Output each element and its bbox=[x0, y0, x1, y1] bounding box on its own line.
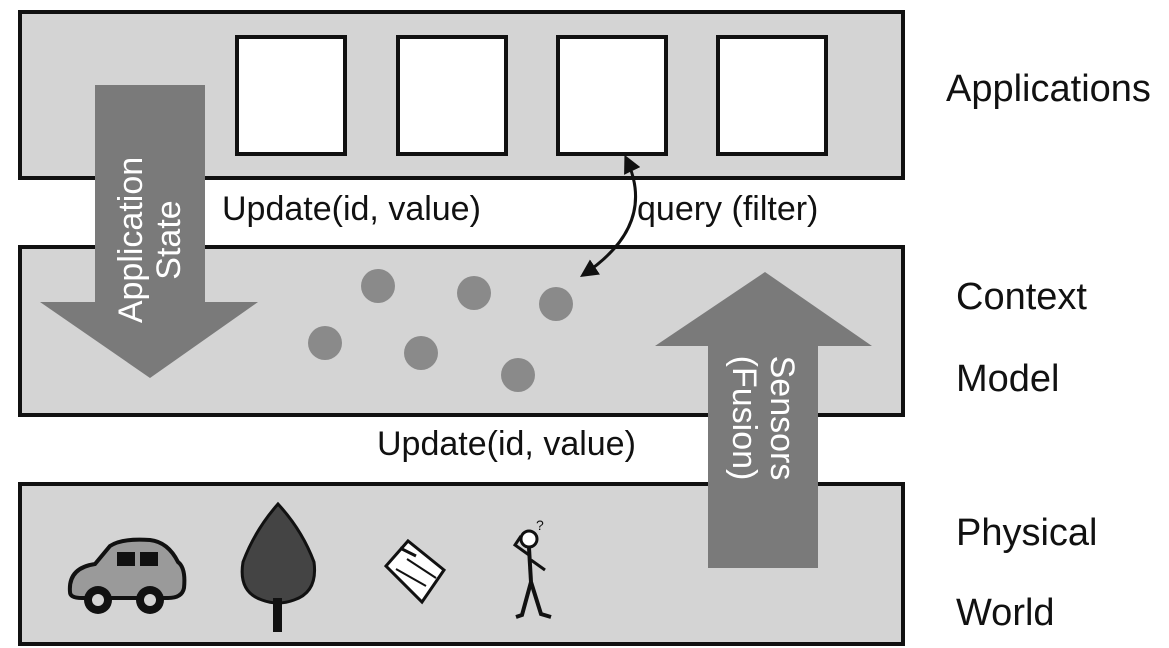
update-label-bottom: Update(id, value) bbox=[377, 425, 636, 463]
application-box-4 bbox=[716, 35, 828, 156]
context-dot bbox=[457, 276, 491, 310]
query-arrow bbox=[580, 154, 641, 277]
model-label: Model bbox=[956, 358, 1060, 400]
context-dot bbox=[404, 336, 438, 370]
context-dot bbox=[501, 358, 535, 392]
sensors-line1: Sensors bbox=[763, 355, 801, 481]
context-dot bbox=[361, 269, 395, 303]
car-icon bbox=[67, 537, 187, 614]
notepad-icon bbox=[383, 538, 447, 605]
sensors-fusion-arrow bbox=[655, 272, 872, 568]
sensors-line2: (Fusion) bbox=[725, 355, 763, 481]
world-label: World bbox=[956, 592, 1055, 634]
sensors-fusion-label: Sensors (Fusion) bbox=[725, 356, 801, 481]
person-icon: ? bbox=[512, 517, 552, 619]
application-box-3 bbox=[556, 35, 668, 156]
application-state-line2: State bbox=[150, 200, 188, 280]
application-box-2 bbox=[396, 35, 508, 156]
physical-label: Physical bbox=[956, 512, 1098, 554]
application-state-label: Application State bbox=[112, 157, 188, 323]
tree-icon bbox=[240, 501, 317, 632]
application-box-1 bbox=[235, 35, 347, 156]
svg-text:?: ? bbox=[536, 517, 544, 533]
context-dot bbox=[308, 326, 342, 360]
update-label-top: Update(id, value) bbox=[222, 190, 481, 228]
context-dot bbox=[539, 287, 573, 321]
query-label: query (filter) bbox=[637, 190, 819, 228]
context-label: Context bbox=[956, 276, 1087, 318]
application-state-line1: Application bbox=[112, 156, 150, 324]
applications-label: Applications bbox=[946, 68, 1151, 110]
application-state-arrow bbox=[40, 85, 258, 378]
